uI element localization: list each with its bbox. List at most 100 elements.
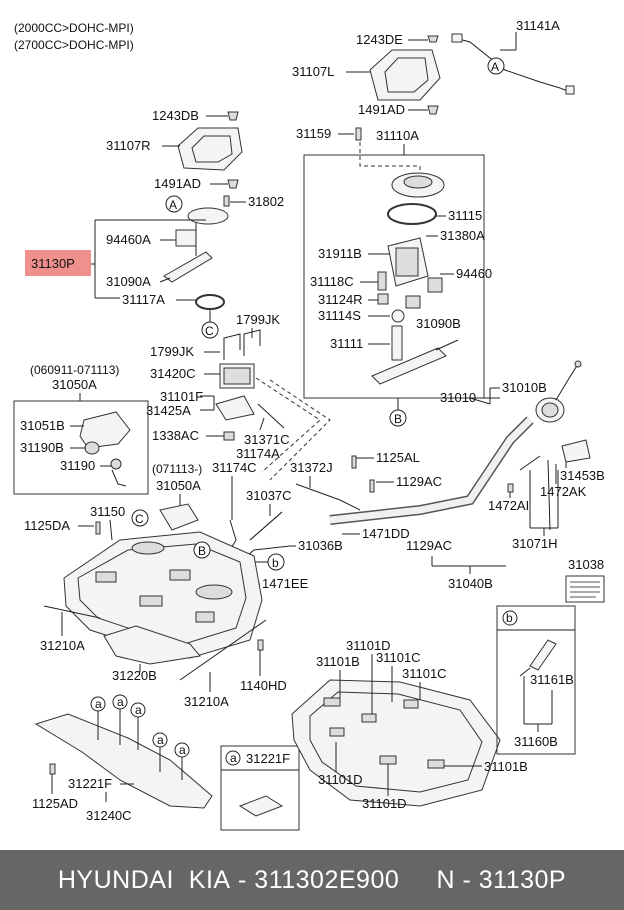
label-1125AL: 1125AL <box>376 450 420 465</box>
label-31380A: 31380A <box>440 228 485 243</box>
label-1129AC-bottom: 1129AC <box>406 538 452 553</box>
label-31372J: 31372J <box>290 460 333 475</box>
label-31040B: 31040B <box>448 576 493 591</box>
fuel-pump-module <box>387 237 429 287</box>
label-1472AI: 1472AI <box>488 498 529 513</box>
label-31107R: 31107R <box>106 138 151 153</box>
label-94460: 94460 <box>456 266 492 281</box>
footer-code: N - 31130P <box>436 865 567 894</box>
pump-upper-flange <box>391 172 445 198</box>
under-cover-shield <box>34 713 213 809</box>
label-date-060911: (060911-071113) <box>30 363 119 377</box>
label-31101F: 31101F <box>160 389 203 404</box>
footer-part-number: 311302E900 <box>254 865 400 894</box>
label-31174A: 31174A <box>236 446 280 461</box>
fuel-sender-assembly-31130P <box>163 207 229 283</box>
label-31160B: 31160B <box>514 734 558 749</box>
label-31220B: 31220B <box>112 668 157 683</box>
label-31221F: 31221F <box>68 776 112 791</box>
label-94460A: 94460A <box>106 232 151 247</box>
label-31101D-bottom1: 31101D <box>318 772 363 787</box>
label-31051B: 31051B <box>20 418 65 433</box>
fuel-pump-cover-plate-lh <box>369 49 441 101</box>
label-31371C: 31371C <box>244 432 290 447</box>
sensor-bracket-parts <box>79 411 131 487</box>
label-31101D-top: 31101D <box>346 638 391 653</box>
filler-vent-hose-drawing <box>451 33 575 95</box>
callout-A-left: A <box>169 198 177 212</box>
fuel-filler-hose-part <box>519 639 557 677</box>
callout-a-3: a <box>135 703 142 717</box>
callout-C-left: C <box>205 324 214 338</box>
label-1243DB: 1243DB <box>152 108 199 123</box>
label-1471EE: 1471EE <box>262 576 309 591</box>
label-31107L: 31107L <box>292 64 334 79</box>
label-31190: 31190 <box>60 458 95 473</box>
callout-a-5: a <box>179 743 186 757</box>
label-31101B-top: 31101B <box>316 654 360 669</box>
footer-sep-2 <box>399 866 436 895</box>
callout-a-4: a <box>157 733 164 747</box>
label-31101B-bottom: 31101B <box>484 759 528 774</box>
label-31090A: 31090A <box>106 274 151 289</box>
label-31010: 31010 <box>440 390 476 405</box>
label-31174C: 31174C <box>212 460 257 475</box>
fuel-info-label-sticker <box>565 575 605 603</box>
callout-C-tank: C <box>135 512 144 526</box>
label-31010B: 31010B <box>502 380 547 395</box>
legend-box-b <box>496 605 576 755</box>
fuel-pump-cover-plate-rh <box>177 127 243 171</box>
label-31911B: 31911B <box>318 246 362 261</box>
label-1140HD: 1140HD <box>240 678 287 693</box>
engine-spec-2000cc: (2000CC>DOHC-MPI) <box>14 21 134 35</box>
fastener-callouts-a <box>90 694 190 758</box>
filler-neck-pipe <box>329 360 582 525</box>
callout-a-legend: a <box>230 751 237 765</box>
label-31802: 31802 <box>248 194 284 209</box>
label-date-071113: (071113-) <box>152 462 202 476</box>
callout-b-legend: b <box>506 611 513 625</box>
label-31114S: 31114S <box>318 308 361 323</box>
label-31110A: 31110A <box>376 128 419 143</box>
label-31117A: 31117A <box>122 292 165 307</box>
label-31101C-top1: 31101C <box>376 650 421 665</box>
label-1799JK-side: 1799JK <box>150 344 194 359</box>
label-1799JK-top: 1799JK <box>236 312 280 327</box>
label-31071H: 31071H <box>512 536 558 551</box>
label-31111: 31111 <box>330 336 363 351</box>
underbody-floor-panel <box>291 679 501 807</box>
label-31221F-legend: 31221F <box>246 751 290 766</box>
label-31240C: 31240C <box>86 808 132 823</box>
label-31090B: 31090B <box>416 316 461 331</box>
engine-spec-2700cc: (2700CC>DOHC-MPI) <box>14 38 134 52</box>
label-31101C-top2: 31101C <box>402 666 447 681</box>
sensor-bracket-box <box>13 400 149 495</box>
label-1491AD-left: 1491AD <box>154 176 201 191</box>
label-31161B: 31161B <box>530 672 574 687</box>
footer-brand: HYUNDAI KIA <box>57 865 231 894</box>
label-31210A-left: 31210A <box>40 638 85 653</box>
label-31420C: 31420C <box>150 366 196 381</box>
legend-box-a <box>220 745 300 831</box>
label-31124R: 31124R <box>318 292 363 307</box>
callout-A-top: A <box>491 60 499 74</box>
label-1125AD: 1125AD <box>32 796 78 811</box>
label-31425A: 31425A <box>146 403 191 418</box>
label-31210A-bottom: 31210A <box>184 694 229 709</box>
label-31141A: 31141A <box>516 18 560 33</box>
label-31050A-mid: 31050A <box>156 478 201 493</box>
callout-a-2: a <box>117 695 124 709</box>
label-1125DA: 1125DA <box>24 518 70 533</box>
label-31115: 31115 <box>448 208 482 223</box>
label-1338AC: 1338AC <box>152 428 199 443</box>
callout-b-pipe: b <box>272 556 279 570</box>
label-1243DE: 1243DE <box>356 32 403 47</box>
part-number-footer: HYUNDAI KIA - 311302E900 N - 31130P <box>0 850 624 910</box>
label-1491AD-top: 1491AD <box>358 102 405 117</box>
footer-sep-1: - <box>230 865 255 894</box>
callout-B-box: B <box>394 412 402 426</box>
callout-a-1: a <box>95 697 102 711</box>
charcoal-canister <box>219 363 255 389</box>
label-31037C: 31037C <box>246 488 292 503</box>
label-31101D-bottom2: 31101D <box>362 796 407 811</box>
